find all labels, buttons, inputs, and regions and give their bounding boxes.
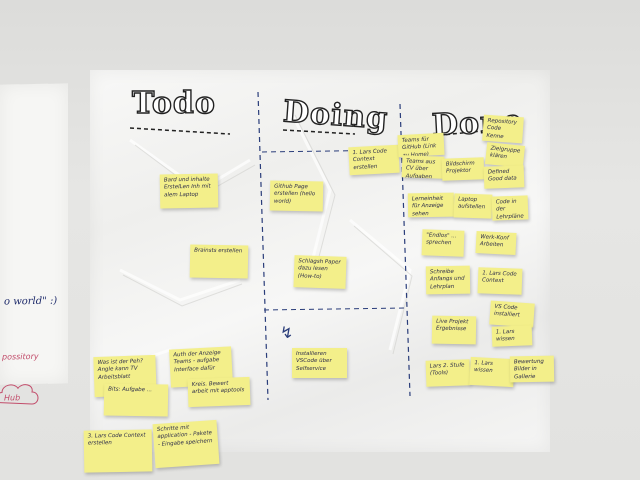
sticky-note[interactable]: 1. Lars Code Context: [477, 267, 523, 295]
sticky-note[interactable]: 3. Lars Code Context erstellen: [83, 429, 153, 473]
sticky-note[interactable]: Bits: Aufgabe ...: [103, 383, 169, 417]
sticky-note[interactable]: Lerneinheit für Anzeige sehen: [407, 192, 455, 218]
sticky-note[interactable]: Werk-Konf Arbeiten: [475, 230, 517, 256]
sticky-note[interactable]: Bildschirm Projektor: [441, 157, 485, 181]
sticky-note[interactable]: Schlagsh Paper dazu lesen (How-to): [293, 255, 347, 289]
sticky-note[interactable]: Teams für GitHub (Link zu Home): [397, 132, 445, 158]
sticky-note[interactable]: Bard und inhalte ErstelLen Inh mit alem …: [159, 173, 219, 209]
sticky-note[interactable]: Kreis. Bewert arbeit mit apptools: [187, 376, 251, 408]
left-paper-sheet: o world" :) possitory Hub: [0, 83, 68, 405]
sticky-note[interactable]: Bewertung Bilder in Gallerie: [509, 355, 555, 383]
doing-column-header: Doing: [281, 94, 390, 138]
sticky-note[interactable]: Code in der Lehrpläne: [491, 195, 529, 221]
sticky-note[interactable]: 1. Lars wissen: [491, 325, 533, 347]
cloud-label: Hub: [4, 393, 20, 402]
sticky-note[interactable]: 1. Lars wissen: [469, 356, 515, 388]
sticky-note[interactable]: Brainsts erstellen: [189, 244, 249, 279]
sticky-note[interactable]: Github Page erstellen (hello world): [269, 180, 324, 212]
sticky-note[interactable]: Laptop aufstellen: [453, 193, 493, 219]
sticky-note[interactable]: Zielgruppe klären: [484, 142, 526, 168]
sticky-note[interactable]: 1. Lars Code Context erstellen: [348, 144, 400, 176]
sticky-note[interactable]: Repository Code Kenne: [482, 114, 524, 144]
sticky-note[interactable]: Defined Good data: [483, 165, 525, 189]
sticky-note[interactable]: Lars 2. Stufe (Tools): [425, 359, 471, 387]
left-sheet-pink-text: possitory: [2, 351, 39, 362]
sticky-note[interactable]: Schritte mit application - Pakete - Eing…: [152, 419, 220, 469]
sticky-note[interactable]: VS Code installiert: [489, 300, 535, 328]
todo-column-header: Todo: [131, 85, 216, 121]
sticky-note[interactable]: Schreibe Anfangs und Lehrplan: [425, 265, 471, 295]
left-sheet-text: o world" :): [4, 295, 58, 308]
sticky-note[interactable]: Installieren VSCode über Selfservice: [292, 348, 347, 378]
cloud-drawing-icon: Hub: [0, 384, 39, 405]
sticky-note[interactable]: "Endlos" ... sprechen: [421, 229, 465, 257]
sticky-note[interactable]: Live Projekt Ergebnisse: [431, 315, 477, 345]
sticky-note[interactable]: Teams aus CV über Aufgaben: [401, 155, 445, 179]
